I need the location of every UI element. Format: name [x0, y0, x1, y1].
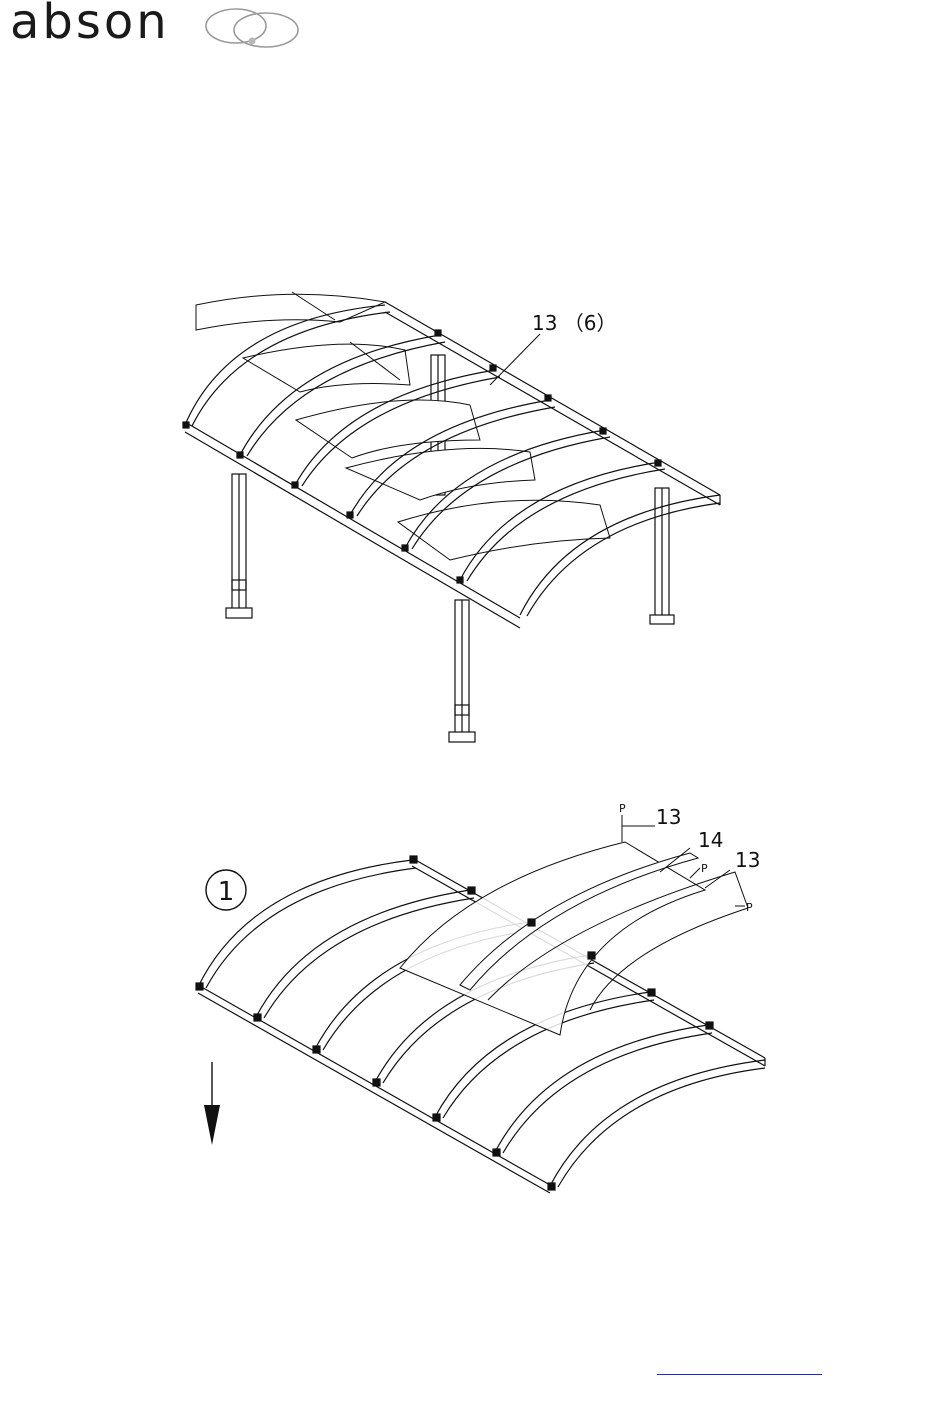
roof-panels-bottom	[400, 842, 748, 1035]
side-beam-front-bottom	[198, 985, 550, 1193]
footer-website-link[interactable]	[657, 1350, 822, 1375]
callout-p-1: P	[619, 802, 626, 815]
callout-p-3: P	[746, 901, 753, 914]
callout-part-14: 14	[698, 828, 723, 852]
step-number-badge: 1	[206, 870, 246, 910]
callout-part-13-lower: 13	[735, 848, 760, 872]
callout-label: 13 （6）	[532, 311, 617, 335]
callout-p-2: P	[701, 862, 708, 875]
callout-part-13-upper: 13	[656, 805, 681, 829]
front-post-left	[226, 474, 252, 618]
roof-frame-detail	[196, 842, 765, 1193]
rear-post-right	[650, 488, 674, 624]
svg-text:1: 1	[218, 877, 235, 907]
carport-frame-assembled	[183, 292, 720, 742]
down-arrow-icon	[204, 1062, 220, 1145]
front-post-right	[449, 600, 475, 742]
